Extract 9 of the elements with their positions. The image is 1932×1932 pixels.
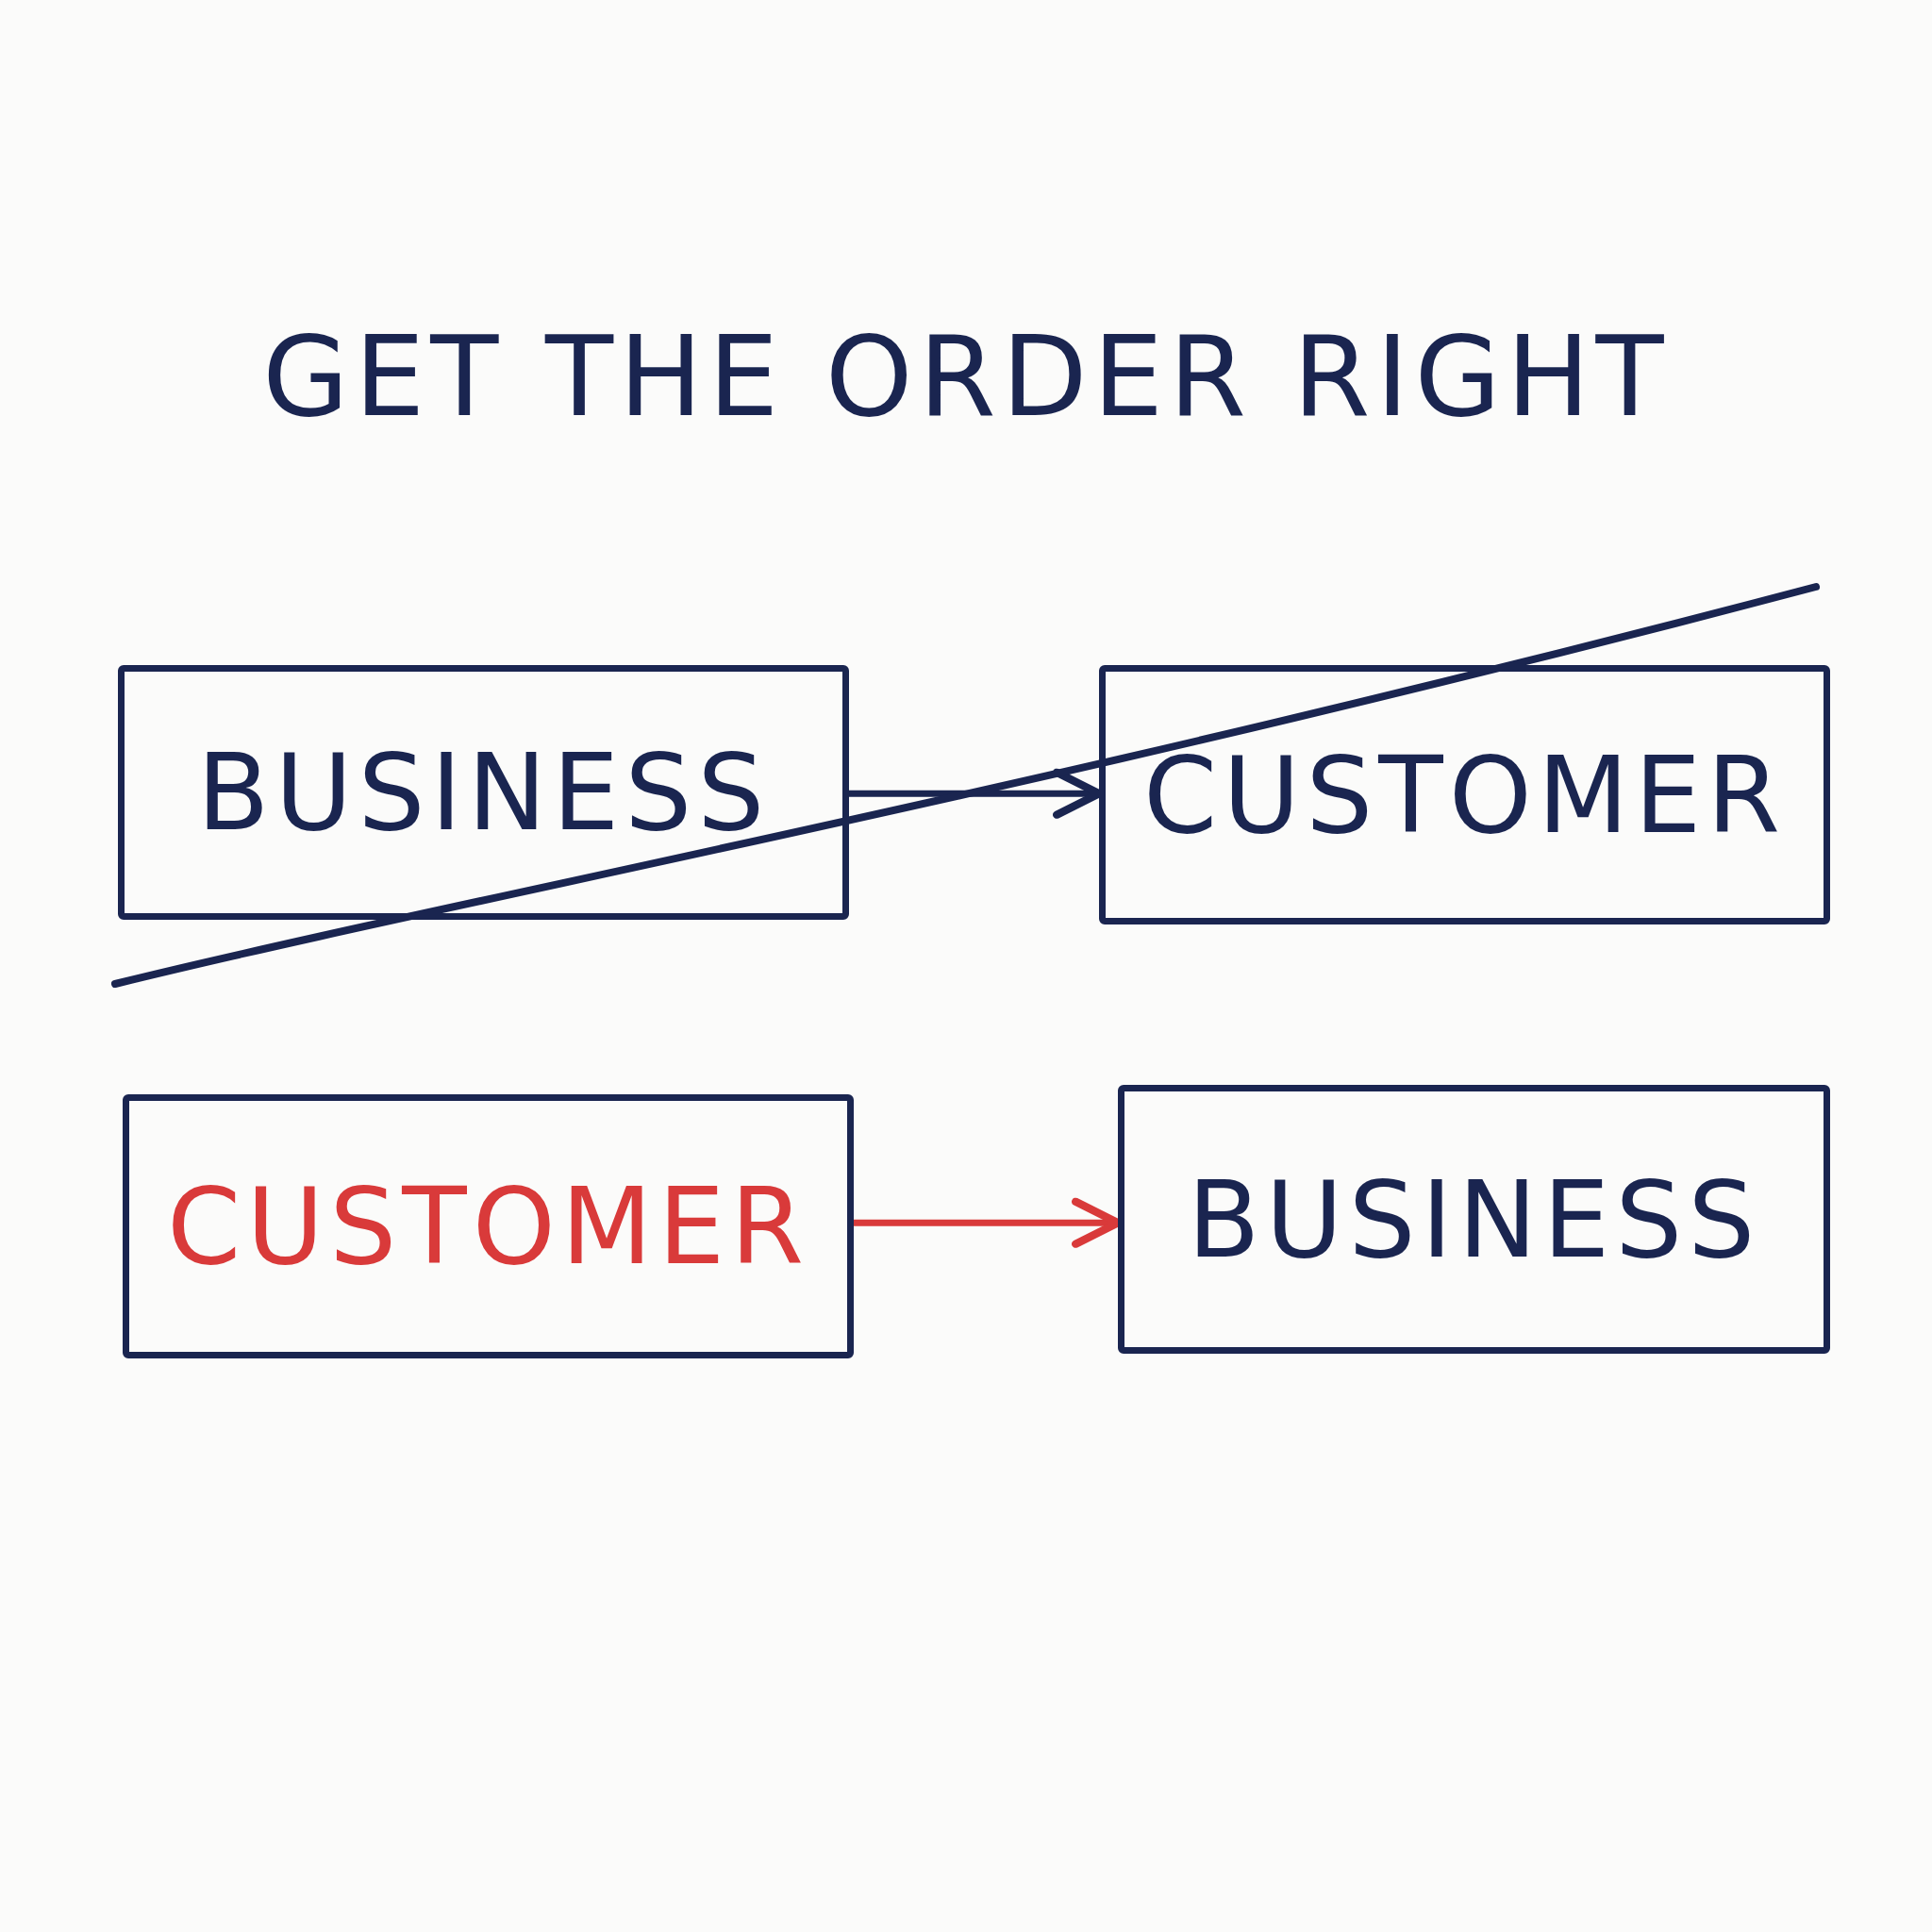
label-box [123,1094,854,1358]
label-box [1099,665,1830,924]
label-box [1118,1085,1830,1354]
box-label: CUSTOMER [166,1165,810,1288]
label-box [118,665,849,920]
box-label: BUSINESS [196,731,771,854]
box-label: CUSTOMER [1142,733,1787,857]
box-label: BUSINESS [1187,1158,1761,1281]
title: GET THE ORDER RIGHT [261,311,1671,441]
